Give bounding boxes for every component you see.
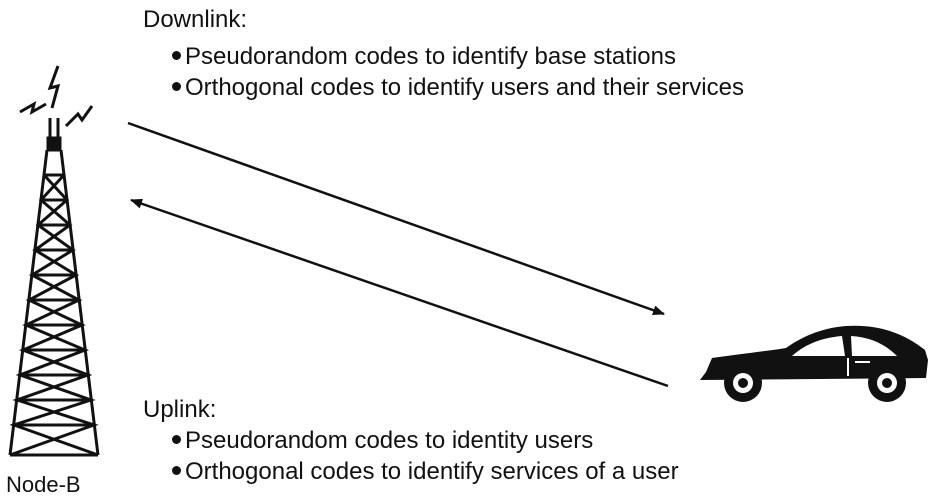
downlink-arrow-icon bbox=[127, 121, 665, 316]
uplink-list: Pseudorandom codes to identity users Ort… bbox=[172, 425, 679, 487]
bullet-icon bbox=[172, 82, 181, 92]
tower-icon bbox=[8, 118, 100, 457]
uplink-item-text: Orthogonal codes to identify services of… bbox=[185, 458, 679, 485]
list-item: Orthogonal codes to identify services of… bbox=[172, 456, 679, 487]
uplink-arrow-icon bbox=[130, 198, 669, 388]
bullet-icon bbox=[172, 435, 181, 445]
uplink-item-text: Pseudorandom codes to identity users bbox=[185, 427, 594, 454]
car-icon bbox=[700, 325, 928, 402]
downlink-heading: Downlink: bbox=[143, 6, 248, 33]
list-item: Pseudorandom codes to identify base stat… bbox=[172, 41, 744, 72]
list-item: Pseudorandom codes to identity users bbox=[172, 425, 679, 456]
downlink-item-text: Pseudorandom codes to identify base stat… bbox=[185, 43, 676, 70]
downlink-list: Pseudorandom codes to identify base stat… bbox=[172, 41, 744, 103]
bullet-icon bbox=[172, 466, 181, 476]
radio-wave-icon bbox=[19, 65, 94, 128]
list-item: Orthogonal codes to identify users and t… bbox=[172, 72, 744, 103]
node-b-label: Node-B bbox=[6, 472, 81, 497]
downlink-item-text: Orthogonal codes to identify users and t… bbox=[185, 74, 744, 101]
uplink-heading: Uplink: bbox=[143, 396, 217, 423]
bullet-icon bbox=[172, 51, 181, 61]
